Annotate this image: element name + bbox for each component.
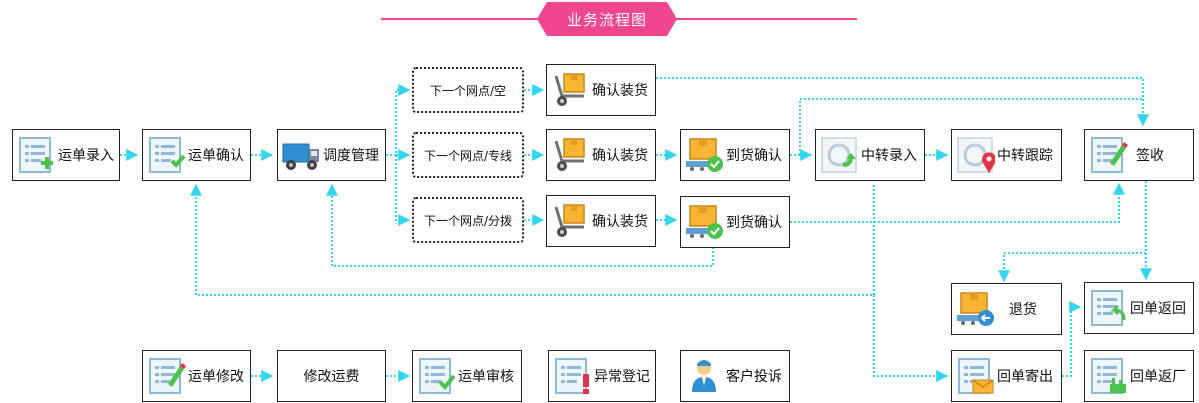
- person-icon: [692, 360, 716, 392]
- hand-truck-icon: [550, 70, 590, 110]
- node-waybill-entry[interactable]: 运单录入: [12, 129, 120, 181]
- node-dispatch[interactable]: 调度管理: [277, 129, 386, 181]
- node-label: 回单返厂: [1130, 369, 1186, 385]
- sign-pen-icon: [1088, 135, 1128, 175]
- node-sign[interactable]: 签收: [1084, 129, 1194, 181]
- node-label: 到货确认: [726, 148, 782, 164]
- node-label: 运单确认: [188, 148, 244, 164]
- node-label: 客户投诉: [726, 369, 782, 385]
- node-arrival-confirm-1[interactable]: 到货确认: [680, 129, 790, 181]
- node-label: 修改运费: [303, 369, 360, 385]
- node-label: 确认装货: [592, 148, 648, 164]
- node-receipt-return[interactable]: 回单返回: [1084, 282, 1194, 334]
- node-load-confirm-1[interactable]: 确认装货: [546, 64, 656, 116]
- node-label: 下一个网点/分拨: [423, 213, 513, 228]
- node-label: 到货确认: [726, 215, 782, 231]
- node-modify-fee[interactable]: 修改运费: [277, 350, 386, 402]
- node-label: 下一个网点/空: [429, 83, 507, 98]
- title-banner: [537, 2, 677, 36]
- node-exception-register[interactable]: 异常登记: [548, 350, 656, 402]
- node-label: 回单寄出: [997, 369, 1053, 385]
- transfer-pin-icon: [955, 135, 995, 175]
- node-next-stop-empty[interactable]: 下一个网点/空: [412, 67, 524, 113]
- package-check-icon: [684, 135, 723, 172]
- node-label: 异常登记: [594, 369, 650, 385]
- node-transfer-track[interactable]: 中转跟踪: [951, 129, 1062, 181]
- package-return-icon: [955, 289, 994, 326]
- node-receipt-factory[interactable]: 回单返厂: [1084, 350, 1194, 402]
- node-load-confirm-2[interactable]: 确认装货: [546, 129, 656, 181]
- hand-truck-icon: [550, 135, 590, 175]
- node-label: 签收: [1136, 148, 1164, 164]
- form-check-icon: [416, 356, 456, 396]
- truck-icon: [282, 143, 319, 170]
- receipt-return-icon: [1088, 288, 1126, 328]
- receipt-mail-icon: [955, 356, 994, 396]
- node-waybill-confirm[interactable]: 运单确认: [142, 129, 251, 181]
- node-label: 中转录入: [861, 148, 917, 164]
- diagram-title: 业务流程图: [566, 10, 647, 29]
- receipt-factory-icon: [1088, 356, 1126, 396]
- package-check-icon: [684, 202, 723, 239]
- node-label: 调度管理: [323, 148, 379, 164]
- node-label: 运单修改: [188, 369, 244, 385]
- transfer-arrow-icon: [819, 135, 859, 175]
- node-load-confirm-3[interactable]: 确认装货: [546, 195, 656, 247]
- form-add-icon: [16, 135, 53, 175]
- node-label: 运单录入: [58, 148, 114, 164]
- node-label: 退货: [1009, 302, 1037, 318]
- node-transfer-entry[interactable]: 中转录入: [815, 129, 925, 181]
- node-receipt-send[interactable]: 回单寄出: [951, 350, 1062, 402]
- node-customer-complaint[interactable]: 客户投诉: [680, 350, 790, 402]
- node-label: 回单返回: [1130, 301, 1186, 317]
- form-edit-icon: [146, 356, 186, 396]
- node-label: 下一个网点/专线: [423, 148, 513, 163]
- node-next-stop-distribute[interactable]: 下一个网点/分拨: [412, 197, 524, 243]
- node-return-goods[interactable]: 退货: [951, 283, 1062, 335]
- node-arrival-confirm-2[interactable]: 到货确认: [680, 196, 790, 248]
- node-label: 运单审核: [458, 369, 514, 385]
- hand-truck-icon: [550, 201, 590, 241]
- node-waybill-review[interactable]: 运单审核: [412, 350, 522, 402]
- node-label: 确认装货: [592, 214, 648, 230]
- node-next-stop-line[interactable]: 下一个网点/专线: [412, 132, 524, 178]
- form-check-icon: [146, 135, 186, 175]
- node-label: 确认装货: [592, 83, 648, 99]
- node-label: 中转跟踪: [997, 148, 1053, 164]
- form-alert-icon: [552, 356, 589, 394]
- node-waybill-modify[interactable]: 运单修改: [142, 350, 251, 402]
